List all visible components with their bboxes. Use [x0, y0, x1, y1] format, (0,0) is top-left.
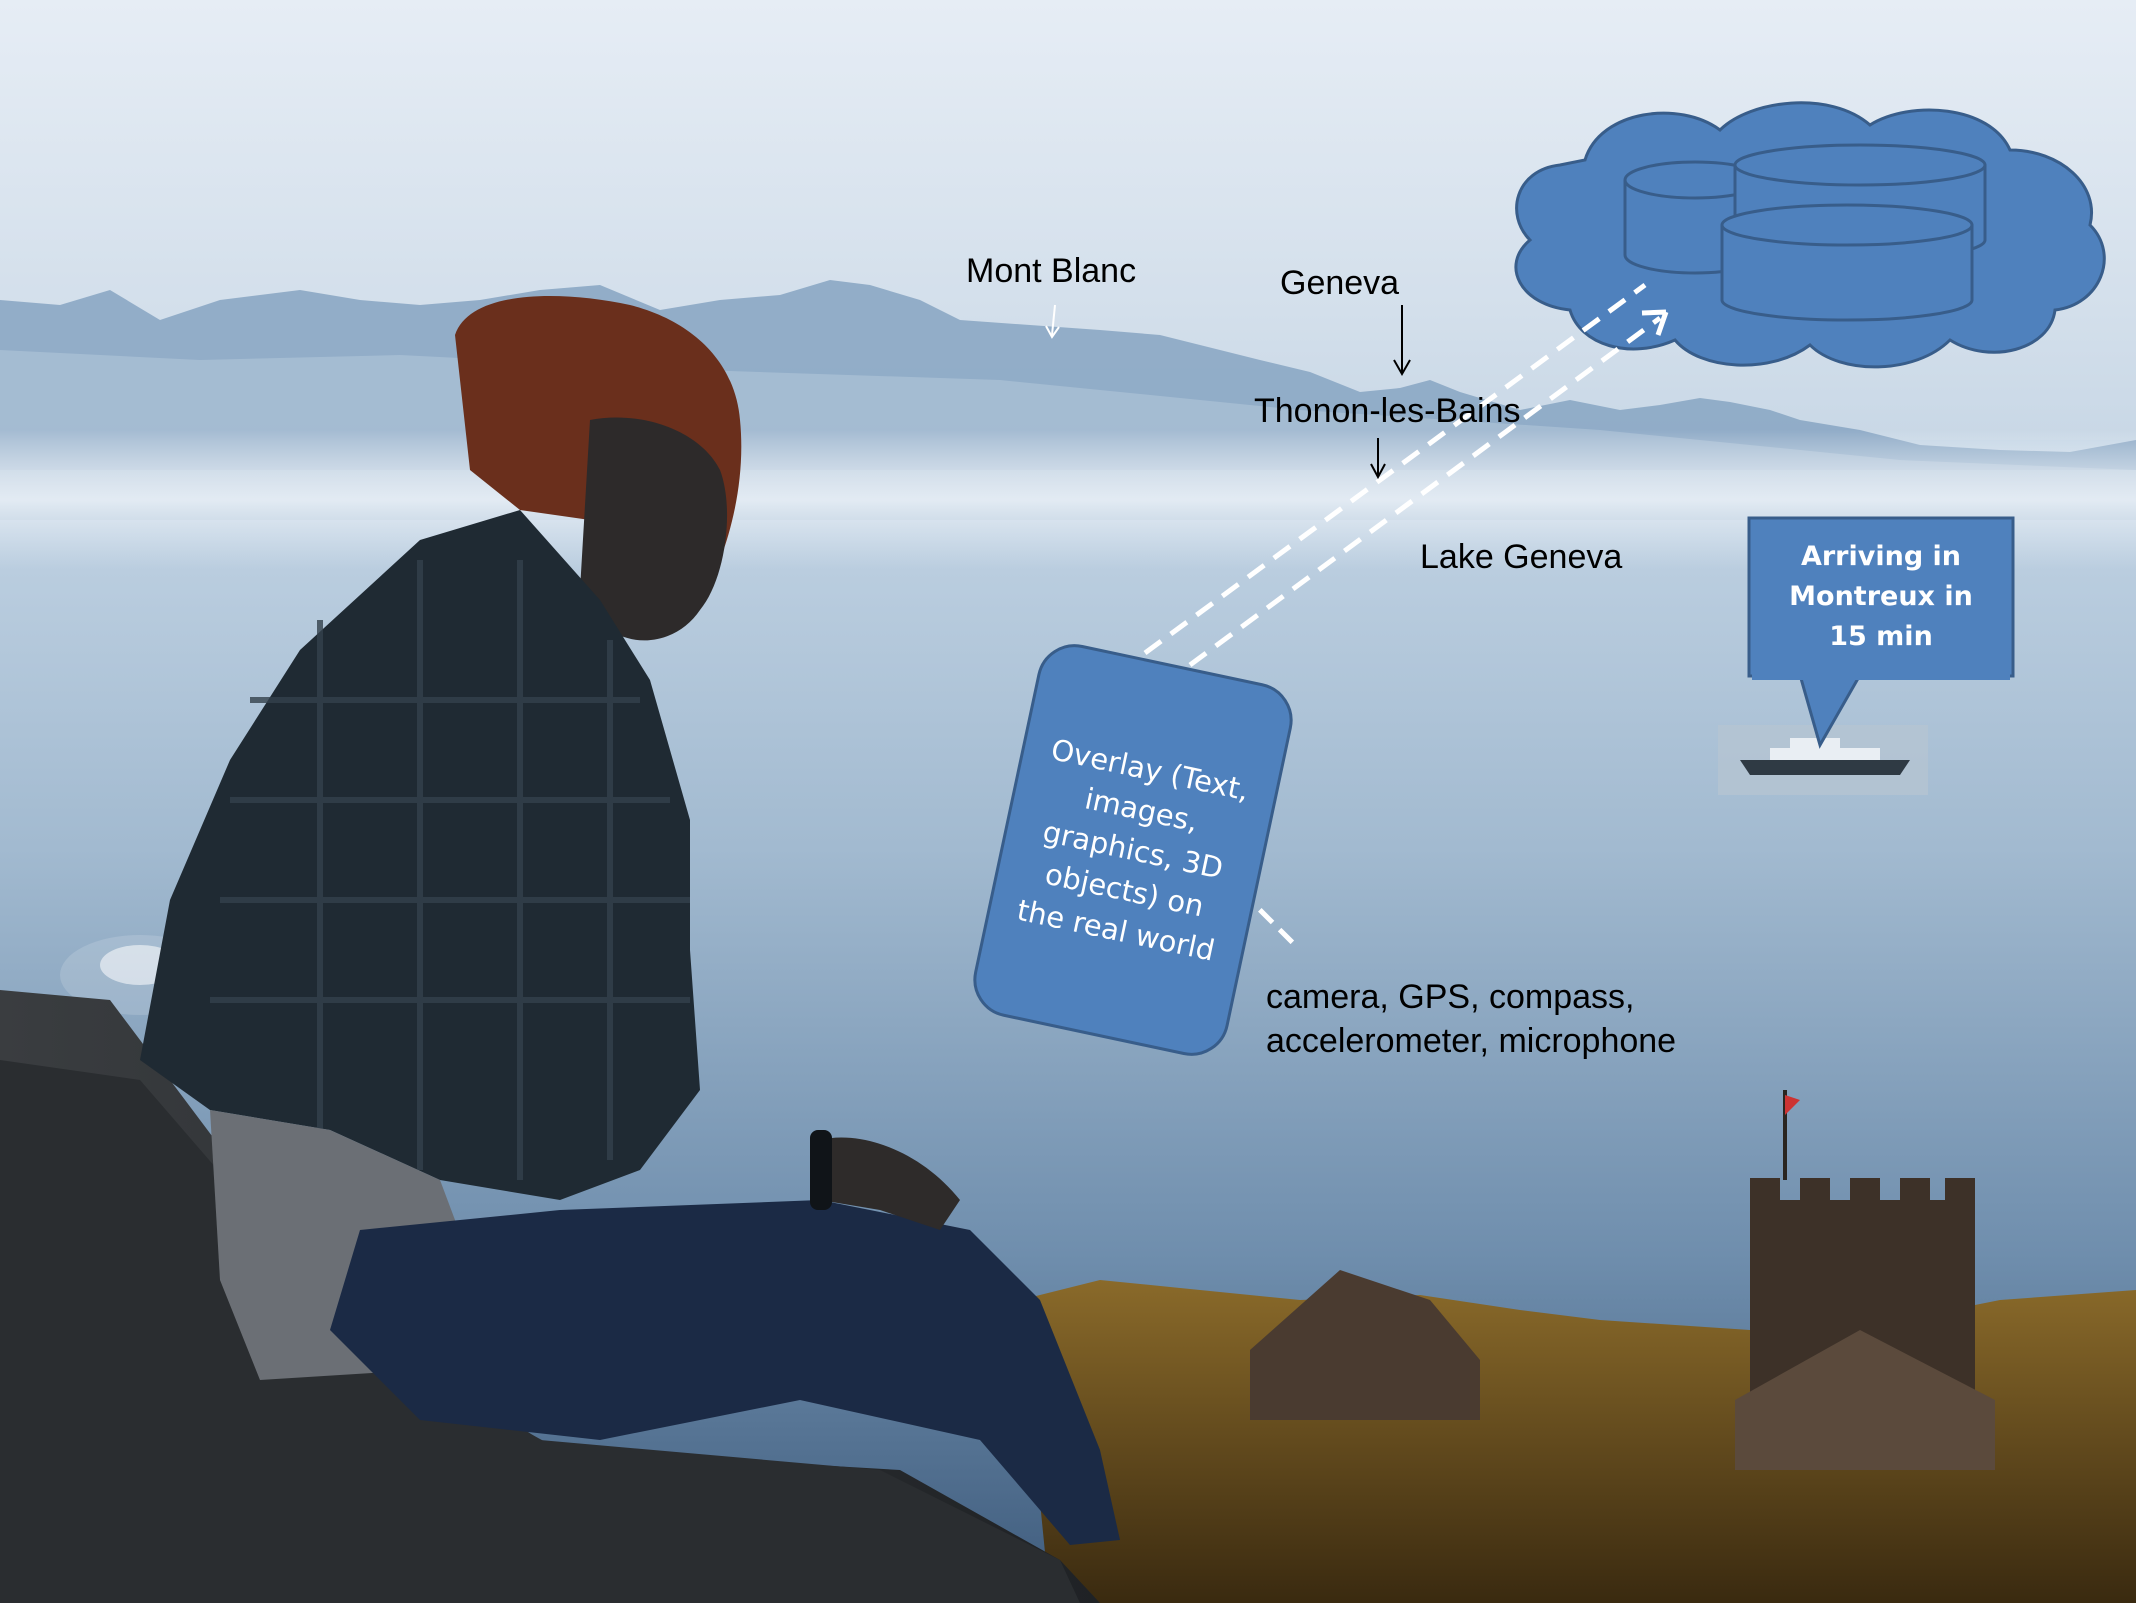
pointer-arrow [1045, 304, 1060, 339]
label-lake-geneva: Lake Geneva [1420, 538, 1623, 576]
callout-bubble [1747, 516, 2015, 678]
pointer-arrow [1393, 305, 1411, 377]
label-mont-blanc: Mont Blanc [966, 252, 1137, 290]
overlay-box-text: Overlay (Text, images, graphics, 3D obje… [1014, 731, 1253, 968]
label-geneva: Geneva [1280, 264, 1400, 302]
person-silhouette [140, 296, 1120, 1545]
pointer-arrow [1370, 438, 1386, 480]
callout-text: Arriving in Montreux in 15 min [1789, 541, 1973, 652]
connector-arrow [1143, 282, 1662, 668]
database-icon [1720, 203, 1974, 322]
label-sensors: camera, GPS, compass, accelerometer, mic… [1266, 978, 1677, 1060]
arrowhead-icon [1641, 309, 1669, 336]
castle-tower-icon [1735, 1090, 1995, 1470]
callout: Arriving in Montreux in 15 min [1749, 518, 2013, 676]
label-thonon: Thonon-les-Bains [1254, 392, 1521, 430]
